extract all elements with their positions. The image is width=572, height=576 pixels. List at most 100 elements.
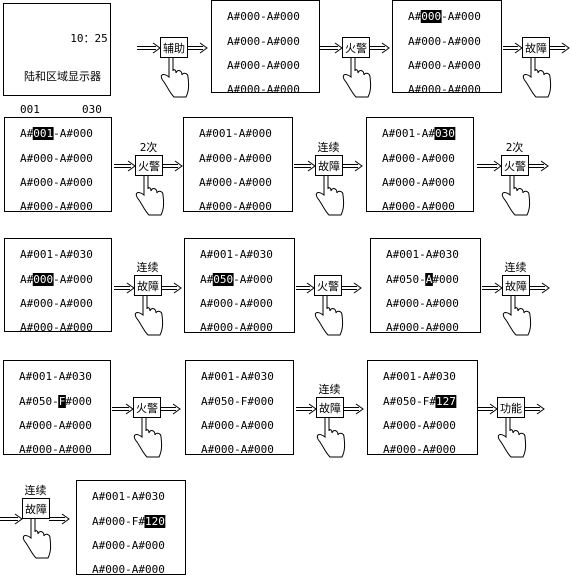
cursor-highlight <box>420 10 442 23</box>
address-line: A#000-A#000 <box>20 297 93 310</box>
pointing-hand-icon <box>497 416 527 458</box>
address-line: A#000-A#000 <box>92 539 165 552</box>
cursor-highlight <box>425 273 433 286</box>
screen-frame <box>185 360 294 455</box>
pointing-hand-icon <box>501 174 531 216</box>
highlighted-digits: 127 <box>436 395 456 408</box>
panel-key-button[interactable] <box>314 275 342 296</box>
arrow-head <box>172 403 181 415</box>
address-line: A#050-F#127 <box>383 395 456 408</box>
panel-key-label: 辅助 <box>163 41 185 55</box>
address-line: A#001-A#030 <box>19 370 92 383</box>
cursor-highlight <box>434 127 456 140</box>
arrow-head <box>541 282 550 294</box>
panel-key-button[interactable] <box>316 397 344 418</box>
address-line: A#001-A#000 <box>199 127 272 140</box>
screen-frame <box>4 117 112 212</box>
panel-key-button[interactable] <box>22 498 50 519</box>
arrow-head <box>127 160 136 172</box>
address-line: A#000-A#000 <box>19 443 92 456</box>
address-line: A#001-A#030 <box>383 370 456 383</box>
arrow-head <box>536 403 545 415</box>
display-screen-8: A#001-A#030A#050-A#000A#000-A#000A#000-A… <box>184 238 295 334</box>
key-press-step-12: 功能 <box>478 397 545 458</box>
panel-key-button[interactable] <box>497 397 525 418</box>
display-screen-12: A#001-A#030A#050-F#127A#000-A#000A#000-A… <box>367 360 478 456</box>
screen-frame <box>4 238 112 332</box>
highlighted-digits: 000 <box>33 273 53 286</box>
address-line: A#000-A#000 <box>92 563 165 576</box>
screen-frame <box>3 3 111 96</box>
press-count-caption: 连续 <box>319 382 341 396</box>
address-line: A#050-F#000 <box>19 395 92 408</box>
panel-key-button[interactable] <box>501 155 529 176</box>
address-line: A#000-A#000 <box>227 35 300 48</box>
cursor-highlight <box>32 273 54 286</box>
pointing-hand-icon <box>22 517 52 559</box>
address-line: A#000-A#000 <box>19 419 92 432</box>
address-line: A#000-A#000 <box>200 297 273 310</box>
highlighted-digits: 000 <box>421 10 441 23</box>
address-line: A#000-A#000 <box>227 59 300 72</box>
pointing-hand-icon <box>502 294 532 336</box>
address-line: A#000-A#000 <box>20 273 93 286</box>
address-line: A#000-A#000 <box>382 152 455 165</box>
arrow-head <box>174 160 183 172</box>
pointing-hand-icon <box>134 294 164 336</box>
panel-key-button[interactable] <box>315 155 343 176</box>
address-line: A#000-A#000 <box>201 443 274 456</box>
panel-key-label: 故障 <box>319 401 341 415</box>
arrow-head <box>308 403 317 415</box>
display-screen-10: A#001-A#030A#050-F#000A#000-A#000A#000-A… <box>3 360 111 456</box>
address-line: A#000-F#120 <box>92 515 165 528</box>
panel-key-button[interactable] <box>134 275 162 296</box>
highlighted-digits: 050 <box>213 273 233 286</box>
arrow-head <box>355 403 364 415</box>
address-line: A#000-A#000 <box>382 200 455 213</box>
panel-key-button[interactable] <box>342 37 370 58</box>
press-count-caption: 连续 <box>505 260 527 274</box>
panel-key-label: 火警 <box>345 41 367 55</box>
panel-key-label: 故障 <box>25 502 47 516</box>
screen-frame <box>183 117 293 212</box>
key-press-step-2: 火警 <box>320 37 390 98</box>
panel-key-label: 火警 <box>504 159 526 173</box>
arrow-head <box>494 282 503 294</box>
address-line: A#000-A#000 <box>20 152 93 165</box>
arrow-head <box>306 282 315 294</box>
display-screen-13: A#001-A#030A#000-F#120A#000-A#000A#000-A… <box>76 480 186 576</box>
address-line: A#000-A#000 <box>227 83 300 96</box>
display-screen-11: A#001-A#030A#050-F#000A#000-A#000A#000-A… <box>185 360 294 456</box>
panel-key-button[interactable] <box>502 275 530 296</box>
panel-key-button[interactable] <box>133 397 161 418</box>
cursor-highlight <box>435 395 457 408</box>
panel-key-label: 火警 <box>136 401 158 415</box>
panel-key-label: 故障 <box>525 41 547 55</box>
address-line: A#000-A#000 <box>386 321 459 334</box>
arrow-head <box>334 42 343 54</box>
panel-key-label: 火警 <box>317 279 339 293</box>
panel-key-label: 火警 <box>138 159 160 173</box>
arrow-head <box>489 403 498 415</box>
arrow-head <box>14 513 23 525</box>
display-title: 陆和区域显示器 <box>24 69 101 83</box>
panel-key-button[interactable] <box>522 37 550 58</box>
display-screen-5: A#001-A#000A#000-A#000A#000-A#000A#000-A… <box>183 117 293 213</box>
address-line: A#000-A#000 <box>408 83 481 96</box>
key-press-step-8: 火警 <box>296 275 362 336</box>
pointing-hand-icon <box>522 56 552 98</box>
address-line: A#000-A#000 <box>20 200 93 213</box>
arrow-head <box>173 282 182 294</box>
highlighted-digits: 120 <box>145 515 165 528</box>
key-press-step-3: 故障 <box>503 37 570 98</box>
range-end-number: 030 <box>82 103 102 116</box>
panel-key-button[interactable] <box>135 155 163 176</box>
address-line: A#000-A#000 <box>20 176 93 189</box>
panel-key-button[interactable] <box>160 37 188 58</box>
address-line: A#001-A#030 <box>201 370 274 383</box>
panel-key-label: 功能 <box>500 401 522 415</box>
